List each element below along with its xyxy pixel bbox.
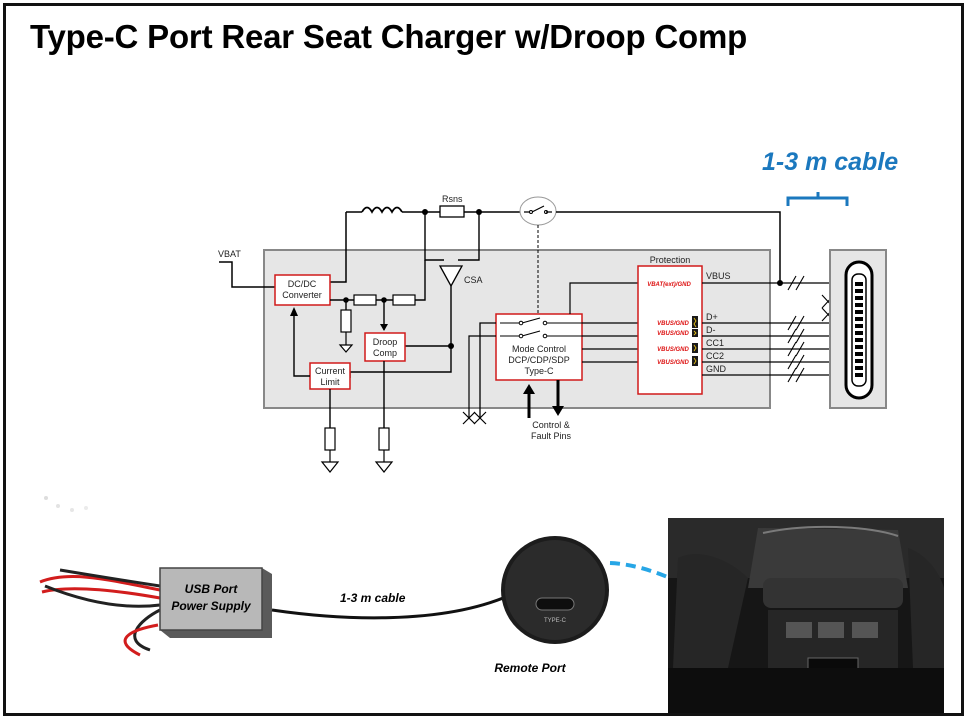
mode-label-3: Type-C: [524, 366, 554, 376]
mode-control-block: [495, 313, 583, 381]
rear-console-illustration: [668, 518, 944, 713]
pin-label-dminus: D-: [706, 325, 716, 335]
rsns-resistor: [439, 205, 465, 218]
control-pins-label-1: Control &: [532, 420, 570, 430]
psu-label-1: USB Port: [185, 582, 239, 596]
psu-label-2: Power Supply: [171, 599, 252, 613]
dcdc-converter-block: [274, 274, 331, 306]
remote-port-label: Remote Port: [494, 661, 566, 675]
rear-seat-photo: [668, 518, 944, 713]
protection-block: [637, 265, 703, 395]
pin-label-cc1: CC1: [706, 338, 724, 348]
droop-label-2: Comp: [373, 348, 397, 358]
vbat-gnd-label: VBAT(ext)/GND: [647, 282, 691, 288]
load-switch-symbol: [519, 196, 557, 226]
cable-bracket: [786, 192, 849, 206]
current-label-1: Current: [315, 366, 346, 376]
typec-port-label: TYPE-C: [544, 618, 567, 624]
vbus-gnd-label: VBUS/GND: [657, 321, 689, 327]
dcdc-label-1: DC/DC: [288, 279, 317, 289]
slide-title: Type-C Port Rear Seat Charger w/Droop Co…: [30, 18, 748, 55]
cable-length-callout: 1-3 m cable: [762, 148, 899, 176]
csa-label: CSA: [464, 275, 483, 285]
pin-label-dplus: D+: [706, 312, 718, 322]
rsns-label: Rsns: [442, 194, 463, 204]
mode-label-2: DCP/CDP/SDP: [508, 355, 570, 365]
pin-label-vbus: VBUS: [706, 271, 731, 281]
csa-amplifier: [438, 265, 464, 288]
current-label-2: Limit: [320, 377, 340, 387]
dcdc-label-2: Converter: [282, 290, 322, 300]
protection-label: Protection: [650, 255, 691, 265]
pin-label-gnd: GND: [706, 364, 727, 374]
mode-label-1: Mode Control: [512, 344, 566, 354]
droop-comp-block: [364, 332, 406, 362]
usb-cable: [271, 594, 509, 620]
pin-label-cc2: CC2: [706, 351, 724, 361]
inductor-symbol: [361, 206, 403, 214]
vbus-gnd-label: VBUS/GND: [657, 360, 689, 366]
vbus-gnd-label: VBUS/GND: [657, 347, 689, 353]
bottom-cable-label: 1-3 m cable: [340, 591, 406, 605]
vbus-gnd-label: VBUS/GND: [657, 331, 689, 337]
vbat-label: VBAT: [218, 249, 241, 259]
droop-label-1: Droop: [373, 337, 398, 347]
control-pins-label-2: Fault Pins: [531, 431, 572, 441]
